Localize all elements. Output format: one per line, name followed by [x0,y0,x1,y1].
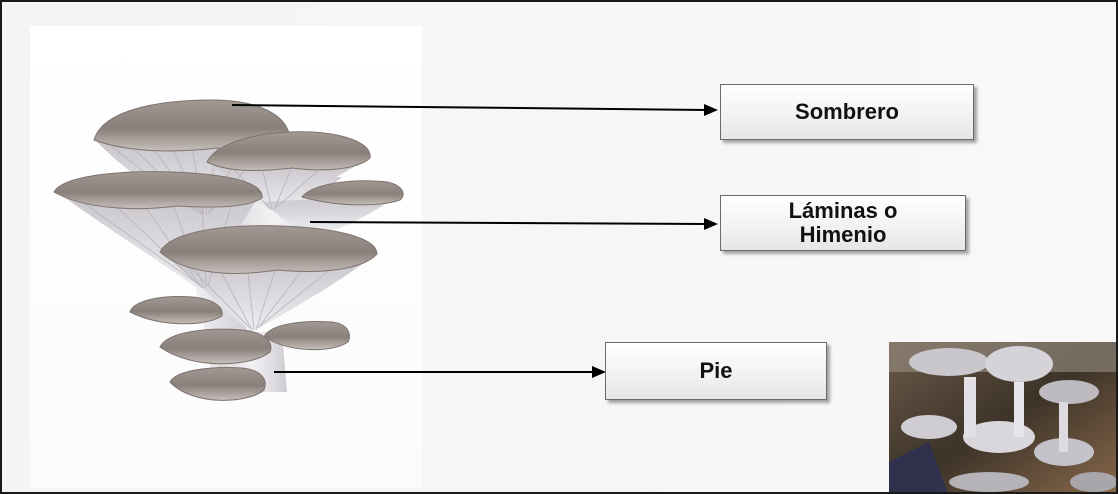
label-pie-text: Pie [699,358,733,383]
label-laminas-text: Láminas o Himenio [788,198,898,247]
mushroom-photo-image [889,342,1116,492]
caps [53,99,404,401]
mushroom-photo [889,342,1116,492]
label-pie: Pie [605,342,827,400]
label-laminas: Láminas o Himenio [720,195,966,251]
pointer-arrows [231,104,718,378]
label-sombrero-text: Sombrero [795,99,899,124]
label-sombrero: Sombrero [720,84,974,140]
